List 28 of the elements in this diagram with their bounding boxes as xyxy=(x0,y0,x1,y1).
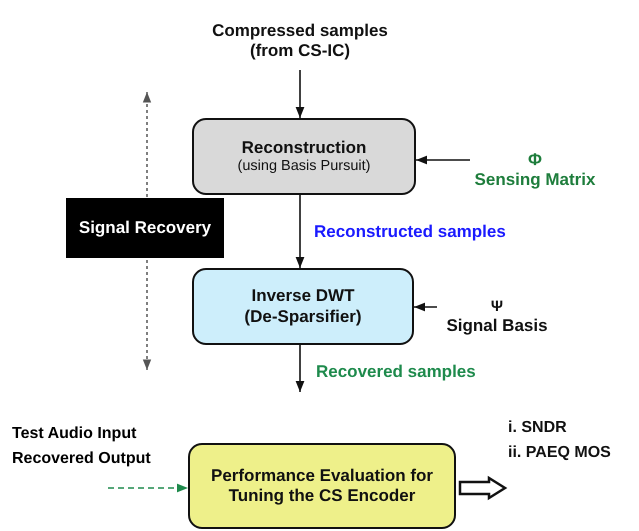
node-text: Performance Evaluation for Tuning the CS Encoder xyxy=(210,466,434,506)
block-arrow xyxy=(458,476,508,500)
node-subtitle: (using Basis Pursuit) xyxy=(238,158,370,176)
node-subtitle: Signal Basis xyxy=(446,316,548,336)
arrow xyxy=(296,195,304,268)
metric-item: i. SNDR xyxy=(508,418,567,438)
arrow xyxy=(296,345,304,392)
process-box xyxy=(188,443,456,529)
node-subtitle: (De-Sparsifier) xyxy=(244,306,362,327)
section-label xyxy=(66,198,224,258)
node-title: Ψ xyxy=(490,298,504,316)
process-box xyxy=(192,118,416,195)
node-text: Compressed samples (from CS-IC) xyxy=(211,20,389,62)
metric-item: ii. PAEQ MOS xyxy=(508,443,611,462)
node-subtitle: Sensing Matrix xyxy=(474,170,596,190)
arrow xyxy=(414,302,437,312)
node-text: Signal Recovery xyxy=(78,218,212,238)
process-box xyxy=(192,268,414,345)
edge-label: Recovered samples xyxy=(316,362,476,382)
input-label: Recovered Output xyxy=(12,450,151,468)
node-title: Reconstruction xyxy=(242,138,366,158)
arrow xyxy=(296,70,304,118)
node-title: Inverse DWT xyxy=(252,286,354,306)
edge-label: Reconstructed samples xyxy=(314,222,506,242)
node-title: Φ xyxy=(528,150,542,170)
arrow xyxy=(416,156,470,164)
arrow xyxy=(108,484,188,492)
input-label: Test Audio Input xyxy=(12,425,136,443)
